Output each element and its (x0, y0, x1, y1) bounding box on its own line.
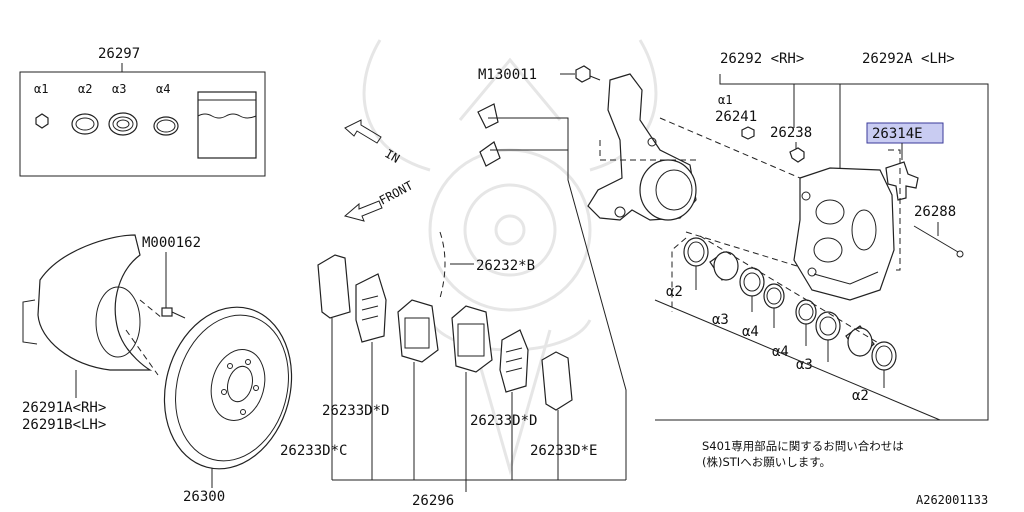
arrow-in-label: IN (383, 146, 403, 165)
label-26233d-c: 26233D*C (280, 443, 347, 459)
label-26238: 26238 (770, 125, 812, 141)
watermark-emblem (362, 39, 658, 476)
label-26291a: 26291A<RH> (22, 400, 106, 416)
label-seal-a4-left: α4 (742, 324, 759, 340)
label-26233d-d-left: 26233D*D (322, 403, 389, 419)
label-a1-top: α1 (718, 93, 732, 107)
label-26292-rh: 26292 <RH> (720, 51, 804, 67)
backing-plate: 26291A<RH> 26291B<LH> (22, 234, 163, 433)
brake-pads-group: 26296 26233D*D 26233D*C 26233D*D 26233D*… (280, 103, 627, 509)
pistons-seals: α2 α3 α4 α4 α3 α2 (654, 235, 941, 421)
kit-item-a4: α4 (156, 82, 170, 96)
label-26296: 26296 (412, 493, 454, 509)
direction-arrows: IN FRONT (343, 119, 415, 222)
label-26233d-d-right: 26233D*D (470, 413, 537, 429)
kit-item-a2: α2 (78, 82, 92, 96)
label-m130011: M130011 (478, 67, 537, 83)
label-26300: 26300 (183, 489, 225, 505)
kit-item-a3: α3 (112, 82, 126, 96)
label-26241: 26241 (715, 109, 757, 125)
label-26232b: 26232*B (476, 258, 535, 274)
figure-code: A262001133 (916, 493, 988, 507)
label-seal-a3-left: α3 (712, 312, 729, 328)
bolt-m000162: M000162 (142, 235, 201, 319)
label-seal-a4-right: α4 (772, 344, 789, 360)
highlight-26314e (866, 122, 944, 144)
label-seal-a2-right: α2 (852, 388, 869, 404)
note-line-1: S401専用部品に関するお問い合わせは (702, 439, 904, 453)
disc-rotor: 26300 (163, 306, 293, 505)
label-26292a-lh: 26292A <LH> (862, 51, 955, 67)
arrow-front-label: FRONT (377, 178, 415, 207)
steering-knuckle: M130011 (478, 65, 811, 271)
label-seal-a2-left: α2 (666, 284, 683, 300)
kit-number-label: 26297 (98, 46, 140, 62)
label-26288: 26288 (914, 204, 956, 220)
label-26314e: 26314E (872, 126, 923, 142)
note-line-2: (株)STIへお願いします。 (702, 455, 831, 469)
kit-item-a1: α1 (34, 82, 48, 96)
label-26291b: 26291B<LH> (22, 417, 106, 433)
label-26233d-e: 26233D*E (530, 443, 597, 459)
label-m000162: M000162 (142, 235, 201, 251)
caliper: 26292 <RH> 26292A <LH> α1 26241 26238 26… (655, 51, 989, 421)
kit-box-26297: 26297 α1 α2 α3 α4 (19, 46, 266, 177)
